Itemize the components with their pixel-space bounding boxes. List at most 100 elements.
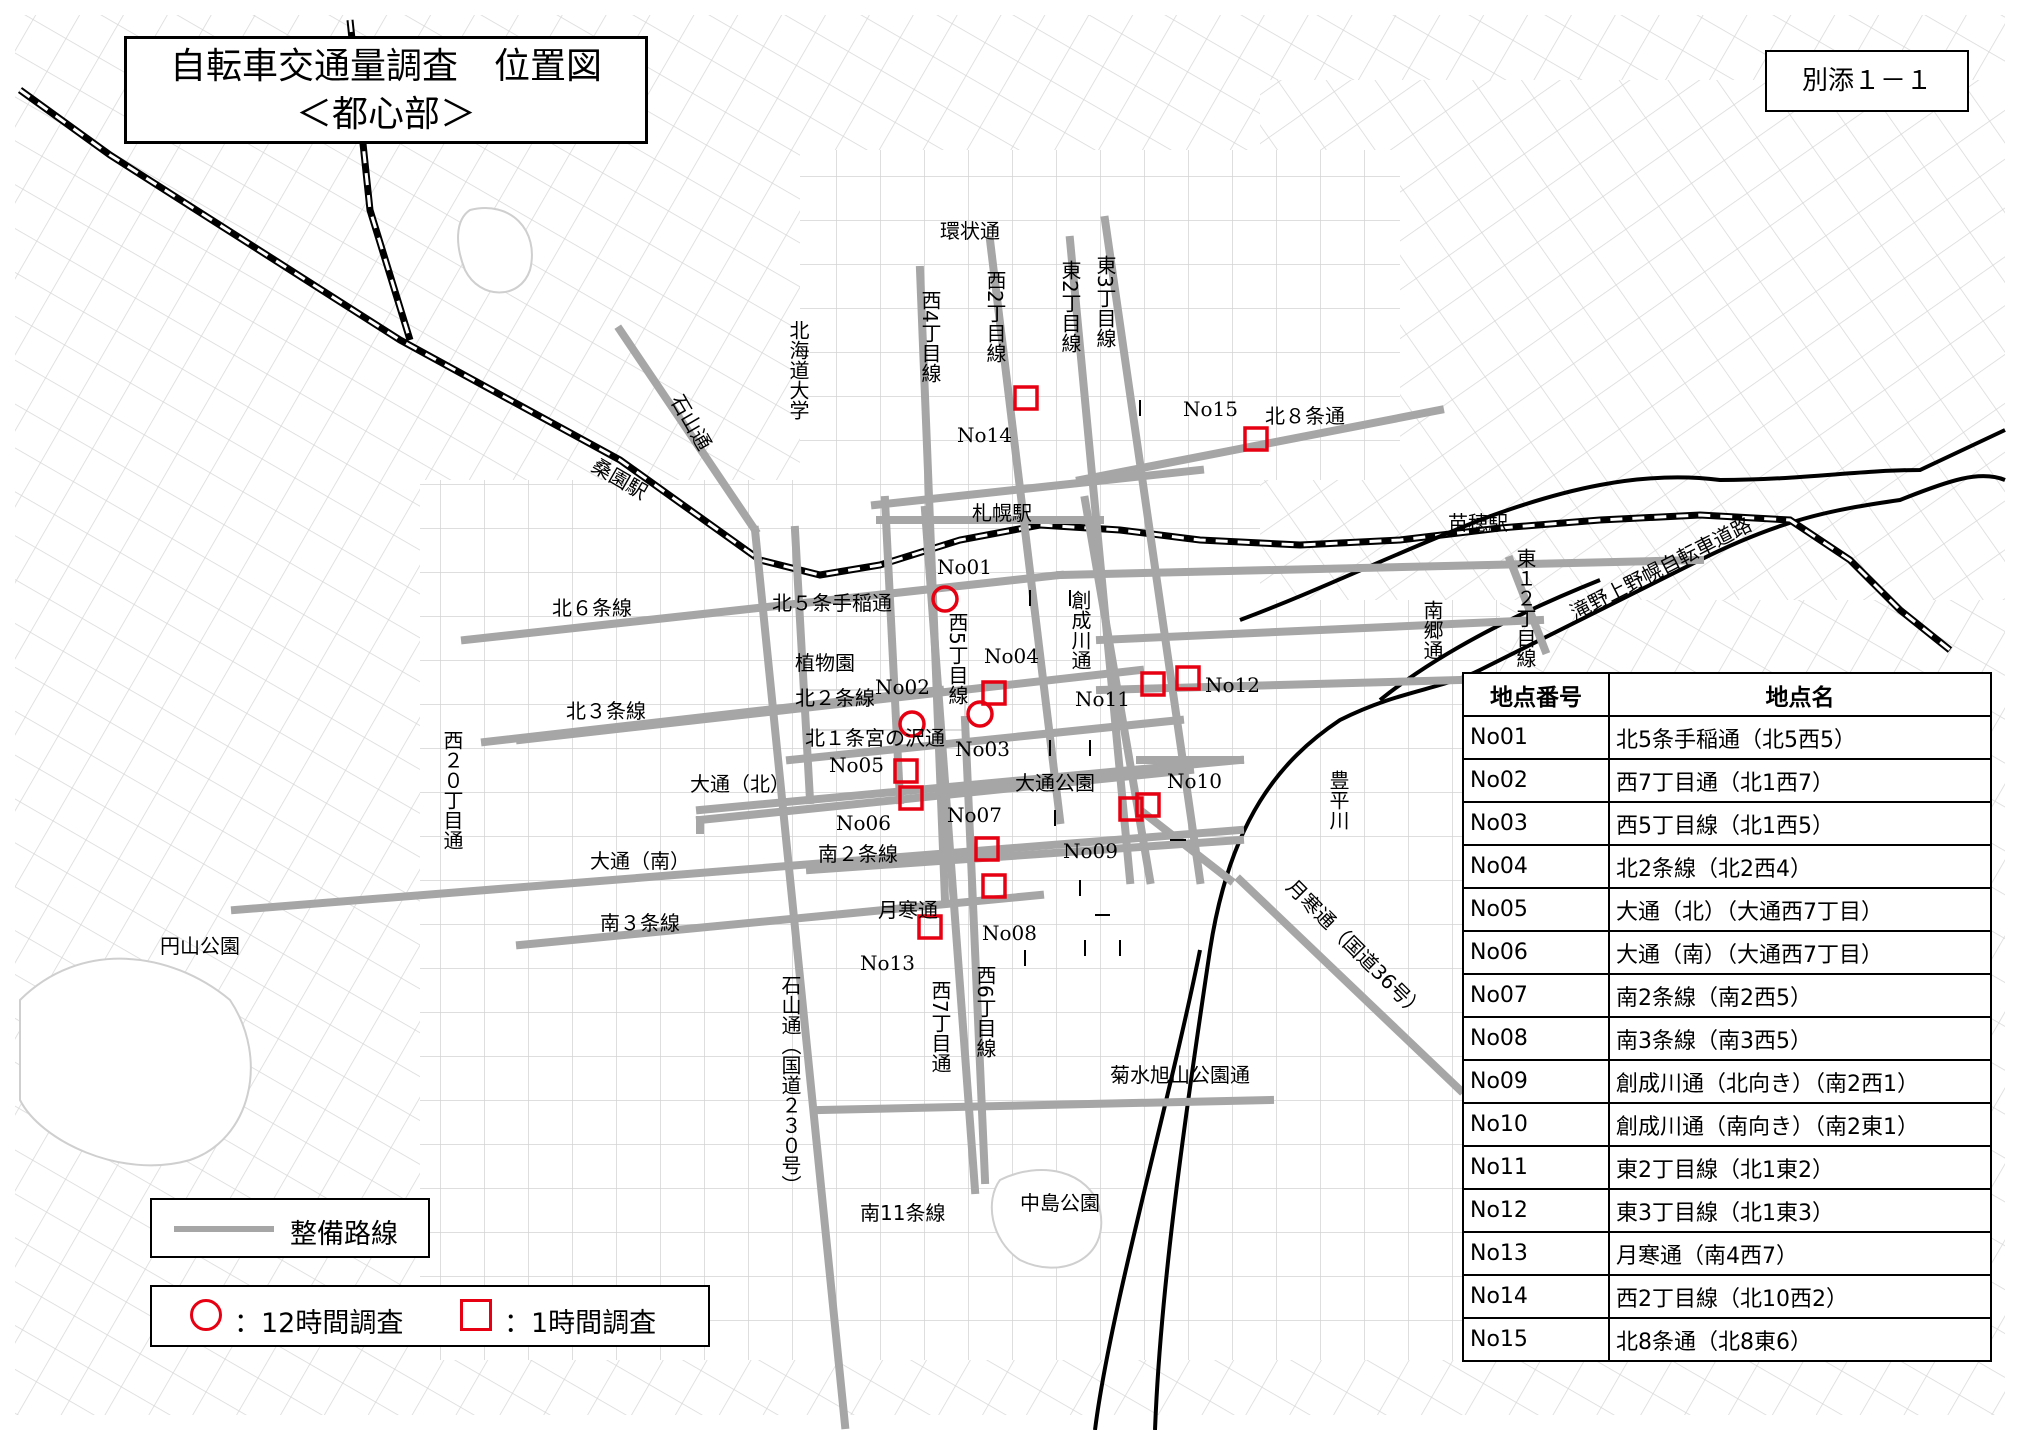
row-id: No14: [1462, 1274, 1610, 1319]
row-id: No10: [1462, 1102, 1610, 1147]
map-no09: No09: [1063, 839, 1118, 863]
map-no13: No13: [860, 951, 915, 975]
marker-no10: [1135, 792, 1161, 818]
row-id: No08: [1462, 1016, 1610, 1061]
circle-legend-label: ：12時間調査: [234, 1308, 404, 1339]
marker-no02: [898, 710, 926, 738]
map-no06: No06: [836, 811, 891, 835]
label-nishi6: 西6丁目線: [973, 965, 997, 1058]
map-no15: No15: [1183, 397, 1238, 421]
row-name: 南3条線（南3西5）: [1608, 1016, 1992, 1061]
row-id: No11: [1462, 1145, 1610, 1190]
marker-no01: [931, 585, 959, 613]
marker-no13: [917, 914, 943, 940]
row-name: 月寒通（南4西7）: [1608, 1231, 1992, 1276]
map-no07: No07: [947, 803, 1002, 827]
label-nishi20: 西２０丁目通: [440, 730, 464, 850]
row-name: 東2丁目線（北1東2）: [1608, 1145, 1992, 1190]
label-nishi5: 西5丁目線: [945, 612, 969, 705]
label-higashi2: 東2丁目線: [1058, 260, 1082, 353]
row-name: 大通（北）（大通西7丁目）: [1608, 887, 1992, 932]
row-name: 北2条線（北2西4）: [1608, 844, 1992, 889]
marker-no11: [1140, 671, 1166, 697]
label-minami11: 南11条線: [860, 1201, 945, 1225]
map-no04: No04: [984, 644, 1039, 668]
map-no14: No14: [957, 423, 1012, 447]
row-id: No15: [1462, 1317, 1610, 1362]
planned-routes: [230, 215, 1705, 1430]
row-name: 北8条通（北8東6）: [1608, 1317, 1992, 1362]
row-name: 西7丁目通（北1西7）: [1608, 758, 1992, 803]
row-name: 南2条線（南2西5）: [1608, 973, 1992, 1018]
marker-no04: [981, 680, 1007, 706]
marker-no07: [974, 836, 1000, 862]
label-higashi3: 東3丁目線: [1093, 255, 1117, 348]
row-name: 西2丁目線（北10西2）: [1608, 1274, 1992, 1319]
map-no11: No11: [1075, 687, 1130, 711]
map-no03: No03: [955, 737, 1010, 761]
legend-route: 整備路線: [150, 1198, 430, 1258]
marker-no06: [898, 785, 924, 811]
map-no12: No12: [1205, 673, 1260, 697]
row-id: No07: [1462, 973, 1610, 1018]
header-name: 地点名: [1608, 672, 1992, 717]
marker-no12: [1175, 665, 1201, 691]
row-id: No09: [1462, 1059, 1610, 1104]
map-no02: No02: [875, 675, 930, 699]
marker-no08: [981, 873, 1007, 899]
row-name: 大通（南）（大通西7丁目）: [1608, 930, 1992, 975]
route-legend-label: 整備路線: [290, 1219, 398, 1250]
legend-markers: ：12時間調査 ：1時間調査: [150, 1285, 710, 1347]
map-no10: No10: [1167, 769, 1222, 793]
map-no01: No01: [937, 555, 992, 579]
label-minami3: 南３条線: [600, 911, 680, 935]
row-id: No13: [1462, 1231, 1610, 1276]
square-marker-icon: [460, 1299, 492, 1331]
map-no05: No05: [829, 753, 884, 777]
marker-no09: [1118, 796, 1144, 822]
row-name: 創成川通（南向き）（南2東1）: [1608, 1102, 1992, 1147]
label-ishiyama230: 石山通（国道２３０号）: [778, 975, 802, 1195]
label-kita3: 北３条線: [566, 699, 646, 723]
label-kita8: 北８条通: [1265, 404, 1345, 428]
row-id: No02: [1462, 758, 1610, 803]
label-nishi2: 西2丁目線: [983, 270, 1007, 363]
label-sapporo: 札幌駅: [972, 501, 1032, 525]
row-name: 創成川通（北向き）（南2西1）: [1608, 1059, 1992, 1104]
label-kanjo: 環状通: [940, 219, 1000, 243]
row-name: 北5条手稲通（北5西5）: [1608, 715, 1992, 760]
label-minami2: 南２条線: [818, 842, 898, 866]
label-hokkai: 北海道大学: [786, 320, 810, 420]
label-nakajima: 中島公園: [1020, 1191, 1100, 1215]
label-toyohira: 豊平川: [1326, 770, 1350, 830]
label-maruyama: 円山公園: [160, 934, 240, 958]
row-id: No05: [1462, 887, 1610, 932]
label-sousei: 創成川通: [1068, 590, 1092, 670]
label-kita1: 北１条宮の沢通: [805, 726, 945, 750]
title-line2: ＜都心部＞: [295, 94, 476, 135]
direction-arrows: [1024, 400, 1186, 966]
row-id: No01: [1462, 715, 1610, 760]
label-naebo: 苗穂駅: [1448, 511, 1508, 535]
row-id: No12: [1462, 1188, 1610, 1233]
label-kita5: 北５条手稲通: [772, 591, 892, 615]
row-name: 西5丁目線（北1西5）: [1608, 801, 1992, 846]
label-nishi4: 西4丁目線: [918, 290, 942, 383]
route-swatch: [174, 1226, 274, 1232]
map-no08: No08: [982, 921, 1037, 945]
label-shokubutsu: 植物園: [795, 651, 855, 675]
label-kikusui: 菊水旭山公園通: [1110, 1063, 1250, 1087]
